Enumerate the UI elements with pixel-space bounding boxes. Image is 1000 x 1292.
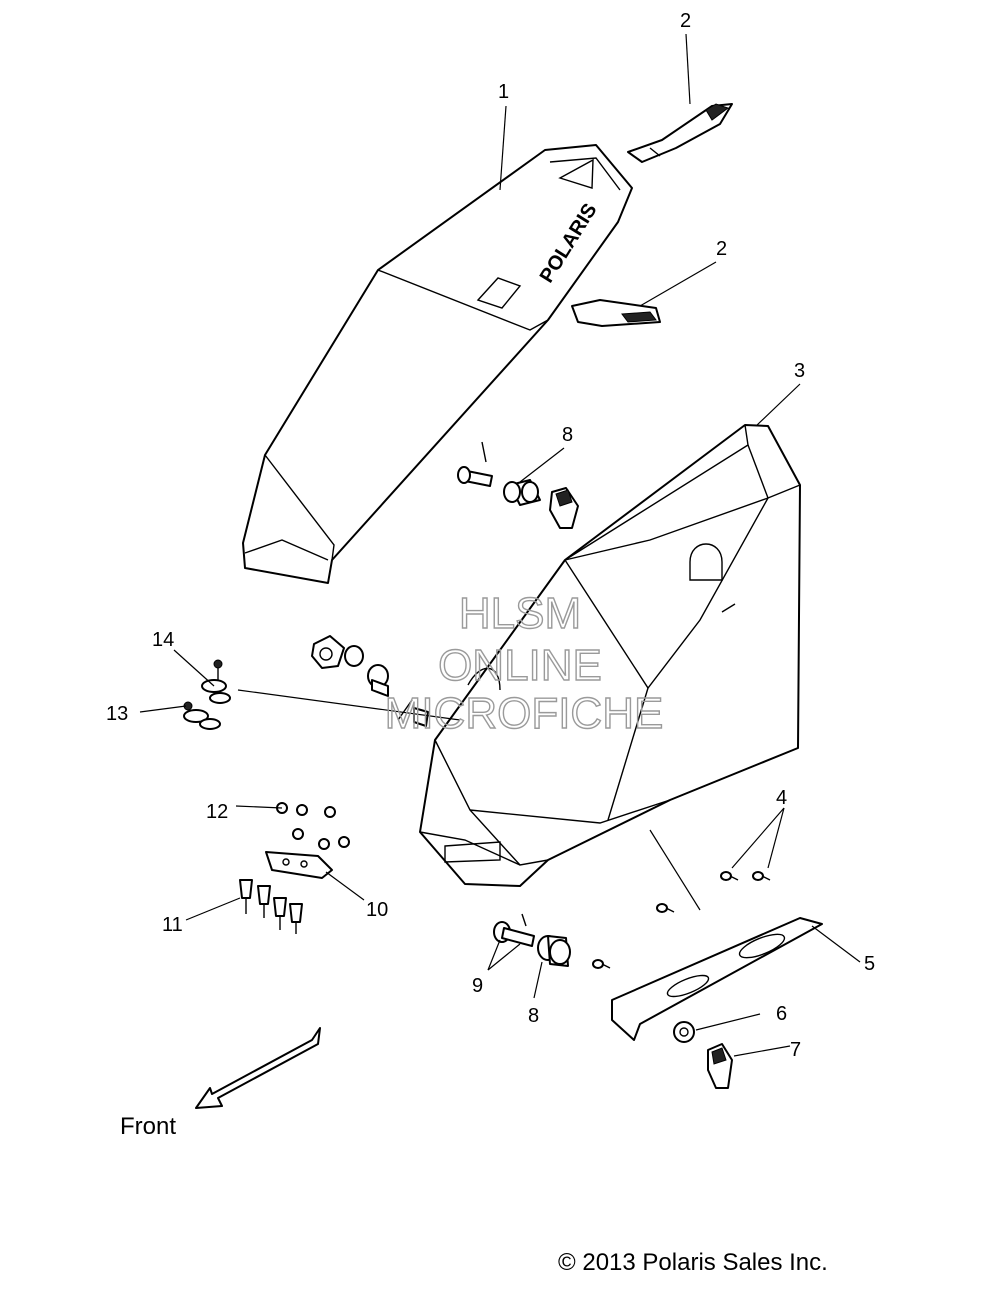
callout-14: 14 [152,629,174,651]
callout-11: 11 [162,914,183,936]
pin-lower-part [493,913,535,947]
grommet-part [311,635,345,669]
bolt-mid-part [397,699,429,727]
callout-2-lower: 2 [716,238,727,260]
clip-part [707,1043,733,1089]
callout-7: 7 [790,1039,801,1061]
spacer-part [673,1021,695,1043]
front-label: Front [120,1113,176,1140]
callout-3: 3 [794,360,805,382]
clip-upper-part [549,487,579,529]
washer-stack-part [344,645,389,697]
watermark-line-2: ONLINE [438,641,602,690]
watermark: HLSM ONLINE MICROFICHE [384,588,664,738]
mounting-plate-part [611,917,823,1041]
latch-upper-part [627,103,733,163]
pin-upper-part [457,441,493,487]
callout-1: 1 [498,81,509,103]
bolt-pair-part [592,871,771,969]
copyright-text: © 2013 Polaris Sales Inc. [558,1249,828,1276]
callout-6: 6 [776,1003,787,1025]
callout-13: 13 [106,703,128,725]
callouts: 1 2 2 3 4 5 6 7 8 8 9 10 11 12 13 14 [106,10,875,1061]
front-arrow-icon [195,1027,321,1109]
callout-8-upper: 8 [562,424,573,446]
watermark-line-3: MICROFICHE [385,689,664,738]
rivet-spring-part [183,659,231,730]
callout-4: 4 [776,787,787,809]
callout-2-upper: 2 [680,10,691,32]
watermark-line-1: HLSM [459,589,581,638]
latch-lower-part [571,299,661,327]
hinge-part [265,851,333,879]
callout-9: 9 [472,975,483,997]
callout-5: 5 [864,953,875,975]
lid-part: POLARIS [242,144,633,584]
callout-8-lower: 8 [528,1005,539,1027]
callout-10: 10 [366,899,388,921]
leader-lines [139,33,861,1057]
screw-set-part [239,879,303,934]
box-part [419,424,801,887]
bushing-upper-part [503,479,541,506]
bushing-lower-part [537,935,571,967]
callout-12: 12 [206,801,228,823]
nut-set-part [276,802,350,850]
